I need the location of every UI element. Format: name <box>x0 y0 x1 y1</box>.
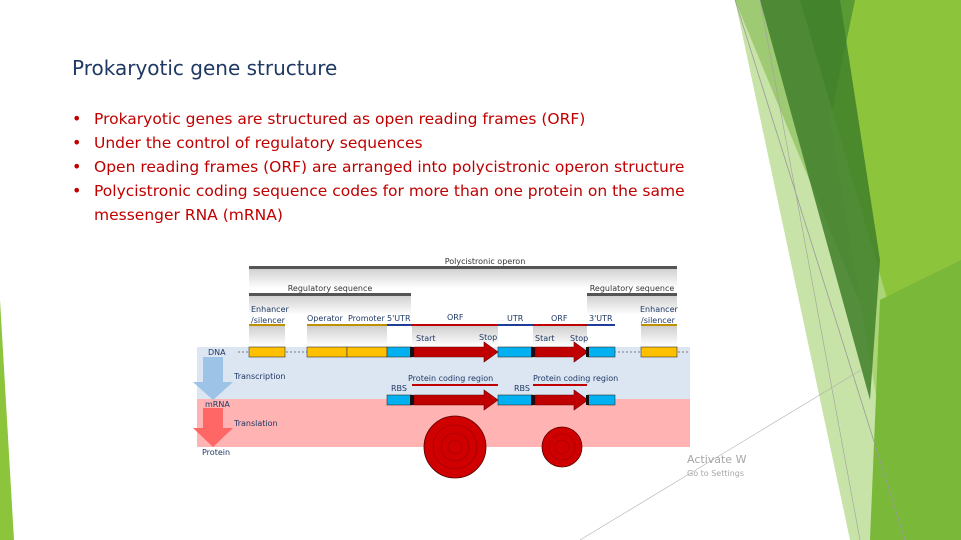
protein-1 <box>423 415 487 479</box>
dna-start-mark-1 <box>410 347 414 357</box>
operon-header-block <box>249 268 677 288</box>
watermark-line-1: Activate W <box>687 453 747 466</box>
reg-right-label: Regulatory sequence <box>590 284 675 293</box>
bar-utr5 <box>387 324 412 326</box>
operon-label: Polycistronic operon <box>445 257 526 266</box>
mrna-orf1-arrow <box>413 389 499 411</box>
bar-protein-coding-2 <box>533 384 587 386</box>
bullet-list: Prokaryotic genes are structured as open… <box>72 107 732 227</box>
mrna-start-mark-2 <box>531 395 535 405</box>
label-stop-1: Stop <box>479 333 497 342</box>
label-translation: Translation <box>233 419 278 428</box>
col-promoter <box>347 326 387 346</box>
decor-line-2 <box>759 0 861 540</box>
protein-2 <box>541 426 583 468</box>
reg-left-block <box>249 295 411 315</box>
dna-utr5 <box>386 346 413 358</box>
dna-operator <box>306 346 348 358</box>
dna-utr3 <box>587 346 616 358</box>
bullet-item: Open reading frames (ORF) are arranged i… <box>72 155 732 179</box>
green-shape-left-sliver <box>0 300 14 540</box>
bar-utr3 <box>587 324 615 326</box>
col-orf2 <box>533 326 587 346</box>
mrna-start-mark-1 <box>410 395 414 405</box>
bar-promoter <box>347 324 387 326</box>
transcription-arrow <box>193 357 233 400</box>
bullet-item: Prokaryotic genes are structured as open… <box>72 107 732 131</box>
label-utr5: 5'UTR <box>387 314 411 323</box>
dna-orf2-arrow <box>534 341 589 363</box>
watermark-line-2: Go to Settings <box>687 469 745 478</box>
bar-orf1 <box>412 324 498 326</box>
dna-start-mark-2 <box>531 347 535 357</box>
mrna-stop-mark-3 <box>586 395 589 405</box>
col-operator <box>307 326 347 346</box>
dna-enhancer-right <box>640 346 678 358</box>
activation-watermark: Activate W Go to Settings <box>687 453 746 478</box>
label-transcription: Transcription <box>233 372 285 381</box>
label-protein-coding-1: Protein coding region <box>408 374 493 383</box>
label-operator: Operator <box>307 314 344 323</box>
label-stop-2: Stop <box>570 334 588 343</box>
decor-line-3 <box>579 369 862 540</box>
operon-header-bar <box>249 266 677 269</box>
dna-promoter <box>346 346 388 358</box>
col-enhancer-right <box>641 326 677 346</box>
dna-stop-mark-3 <box>586 347 589 357</box>
reg-left-label: Regulatory sequence <box>288 284 373 293</box>
label-enhancer-right-1: Enhancer <box>640 305 678 314</box>
label-mrna: mRNA <box>205 400 230 409</box>
label-promoter: Promoter <box>348 314 385 323</box>
mrna-utr3 <box>587 394 616 406</box>
dna-utr-mid <box>497 346 534 358</box>
bar-enhancer-left <box>249 324 285 326</box>
green-shape-bottom <box>870 260 961 540</box>
label-dna: DNA <box>208 348 226 357</box>
label-rbs-2: RBS <box>514 384 530 393</box>
label-rbs-1: RBS <box>391 384 407 393</box>
label-utr-mid: UTR <box>507 314 524 323</box>
reg-left-bar <box>249 293 411 296</box>
label-start-1: Start <box>416 334 436 343</box>
bar-operator <box>307 324 347 326</box>
label-orf1: ORF <box>447 313 464 322</box>
label-start-2: Start <box>535 334 555 343</box>
translation-arrow <box>193 408 233 447</box>
col-orf1 <box>412 326 498 346</box>
label-enhancer-left-2: /silencer <box>251 316 286 325</box>
col-enhancer-left <box>249 326 285 346</box>
green-shape-deep <box>760 0 880 400</box>
label-protein: Protein <box>202 448 230 457</box>
label-enhancer-right-2: /silencer <box>641 316 676 325</box>
label-protein-coding-2: Protein coding region <box>533 374 618 383</box>
mrna-utr5 <box>386 394 413 406</box>
bullet-item: Polycistronic coding sequence codes for … <box>72 179 732 227</box>
bullet-item: Under the control of regulatory sequence… <box>72 131 732 155</box>
label-orf2: ORF <box>551 314 568 323</box>
reg-right-bar <box>587 293 677 296</box>
decor-line-1 <box>734 0 906 540</box>
bar-enhancer-right <box>641 324 677 326</box>
dna-enhancer-left <box>248 346 286 358</box>
mrna-orf2-arrow <box>534 389 589 411</box>
bar-protein-coding-1 <box>412 384 498 386</box>
label-utr3: 3'UTR <box>589 314 613 323</box>
label-enhancer-left-1: Enhancer <box>251 305 289 314</box>
reg-right-block <box>587 295 677 315</box>
bar-orf2 <box>533 324 587 326</box>
dna-orf1-arrow <box>413 341 499 363</box>
mrna-utr-mid <box>497 394 534 406</box>
bar-utr-mid <box>498 324 533 326</box>
slide-title: Prokaryotic gene structure <box>72 56 338 80</box>
